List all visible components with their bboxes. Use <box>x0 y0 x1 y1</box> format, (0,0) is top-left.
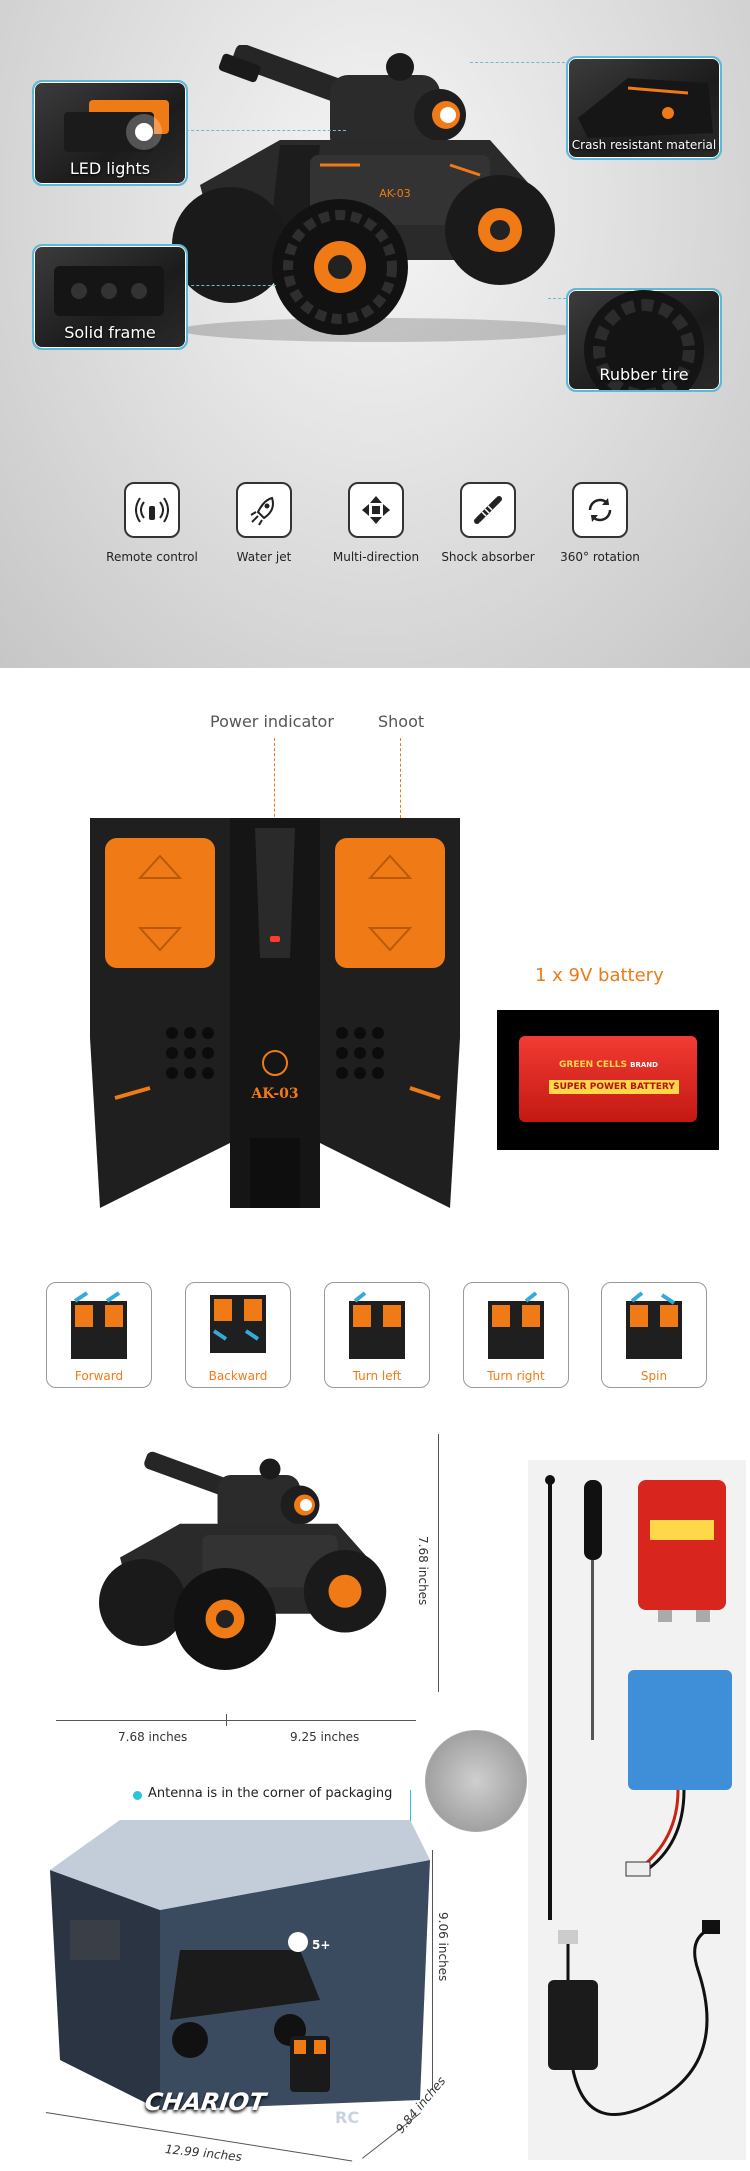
rocket-icon <box>236 482 292 538</box>
direction-backward: Backward <box>185 1282 291 1388</box>
shoot-label: Shoot <box>378 712 425 731</box>
car-badge: AK-03 <box>379 187 411 200</box>
leader-line-shoot <box>400 738 401 818</box>
remote-turn-left-icon <box>349 1291 405 1359</box>
feature-label: 360° rotation <box>560 550 640 564</box>
remote-controller-image: AK-03 <box>90 818 460 1208</box>
leader-line-tire <box>548 298 566 299</box>
callout-led-lights: LED lights <box>32 80 188 186</box>
package-title: CHARIOT <box>143 2088 268 2116</box>
power-indicator-label: Power indicator <box>210 712 334 731</box>
length-right-label: 9.25 inches <box>290 1730 360 1744</box>
package-age: 5+ <box>312 1938 331 1952</box>
frame-closeup-image <box>54 266 164 316</box>
led-closeup-image <box>64 100 169 152</box>
box-height-line <box>432 1850 433 2090</box>
car-dimensions-image <box>99 1451 387 1670</box>
direction-label: Forward <box>74 1369 124 1383</box>
shock-absorber-icon <box>460 482 516 538</box>
callout-label-tire: Rubber tire <box>599 365 689 384</box>
feature-multi-direction: Multi-direction <box>321 482 431 564</box>
callout-solid-frame: Solid frame <box>32 244 188 350</box>
feature-360-rotation: 360° rotation <box>545 482 655 564</box>
direction-turn-right: Turn right <box>463 1282 569 1388</box>
battery-9v-image: GREEN CELLS BRAND SUPER POWER BATTERY <box>519 1036 697 1122</box>
power-led <box>270 936 280 942</box>
rc-car-image: AK-03 <box>172 45 580 342</box>
right-joystick-button[interactable] <box>335 838 445 968</box>
box-height-label: 9.06 inches <box>436 1912 450 1982</box>
feature-label: Remote control <box>106 550 198 564</box>
accessories-panel <box>528 1460 746 2160</box>
leader-line-crash <box>470 62 565 63</box>
direction-label: Spin <box>640 1369 668 1383</box>
height-dimension-line <box>438 1434 439 1692</box>
leader-line-led <box>186 130 346 131</box>
battery-text: SUPER POWER BATTERY <box>549 1080 679 1094</box>
direction-forward: Forward <box>46 1282 152 1388</box>
remote-forward-icon <box>71 1291 127 1359</box>
callout-crash-resistant: Crash resistant material <box>566 56 722 160</box>
battery-brand-suffix: BRAND <box>630 1061 658 1069</box>
direction-turn-left: Turn left <box>324 1282 430 1388</box>
remote-backward-icon <box>210 1295 266 1353</box>
callout-label-crash: Crash resistant material <box>571 138 717 152</box>
remote-signal-icon <box>124 482 180 538</box>
package-rc: RC <box>335 2108 360 2127</box>
crash-closeup-image <box>578 78 713 138</box>
feature-remote-control: Remote control <box>97 482 207 564</box>
accessories-image <box>545 1475 732 2116</box>
remote-spin-icon <box>626 1291 682 1359</box>
antenna-note-dot <box>133 1791 142 1800</box>
direction-spin: Spin <box>601 1282 707 1388</box>
antenna-closeup <box>425 1730 527 1832</box>
remote-turn-right-icon <box>488 1291 544 1359</box>
battery-title: 1 x 9V battery <box>535 965 664 986</box>
feature-label: Multi-direction <box>332 550 420 564</box>
length-divider <box>226 1714 227 1726</box>
hero-section: AK-03 LED lights Solid frame <box>0 0 750 668</box>
antenna-note: Antenna is in the corner of packaging <box>148 1786 393 1801</box>
feature-label: Shock absorber <box>441 550 535 564</box>
remote-badge: AK-03 <box>250 1086 298 1102</box>
package-box-image <box>50 1820 430 2110</box>
left-joystick-button[interactable] <box>105 838 215 968</box>
length-left-label: 7.68 inches <box>118 1730 188 1744</box>
battery-brand: GREEN CELLS <box>559 1060 627 1070</box>
height-dimension-label: 7.68 inches <box>416 1536 430 1606</box>
leader-line-frame <box>186 285 276 286</box>
antenna-leader-line <box>410 1790 411 1845</box>
callout-label-frame: Solid frame <box>64 323 156 342</box>
direction-label: Turn left <box>352 1369 402 1383</box>
feature-water-jet: Water jet <box>209 482 319 564</box>
feature-shock-absorber: Shock absorber <box>433 482 543 564</box>
arrows-icon <box>348 482 404 538</box>
direction-label: Backward <box>208 1369 268 1383</box>
length-dimension-line <box>56 1720 416 1721</box>
battery-photo: GREEN CELLS BRAND SUPER POWER BATTERY <box>497 1010 719 1150</box>
package-subtitle: SPRAY WATER <box>205 2114 276 2124</box>
callout-label-led: LED lights <box>69 159 151 178</box>
feature-label: Water jet <box>236 550 292 564</box>
tire-closeup-image <box>584 290 704 390</box>
callout-rubber-tire: Rubber tire <box>566 288 722 392</box>
direction-label: Turn right <box>487 1369 545 1383</box>
rotation-icon <box>572 482 628 538</box>
